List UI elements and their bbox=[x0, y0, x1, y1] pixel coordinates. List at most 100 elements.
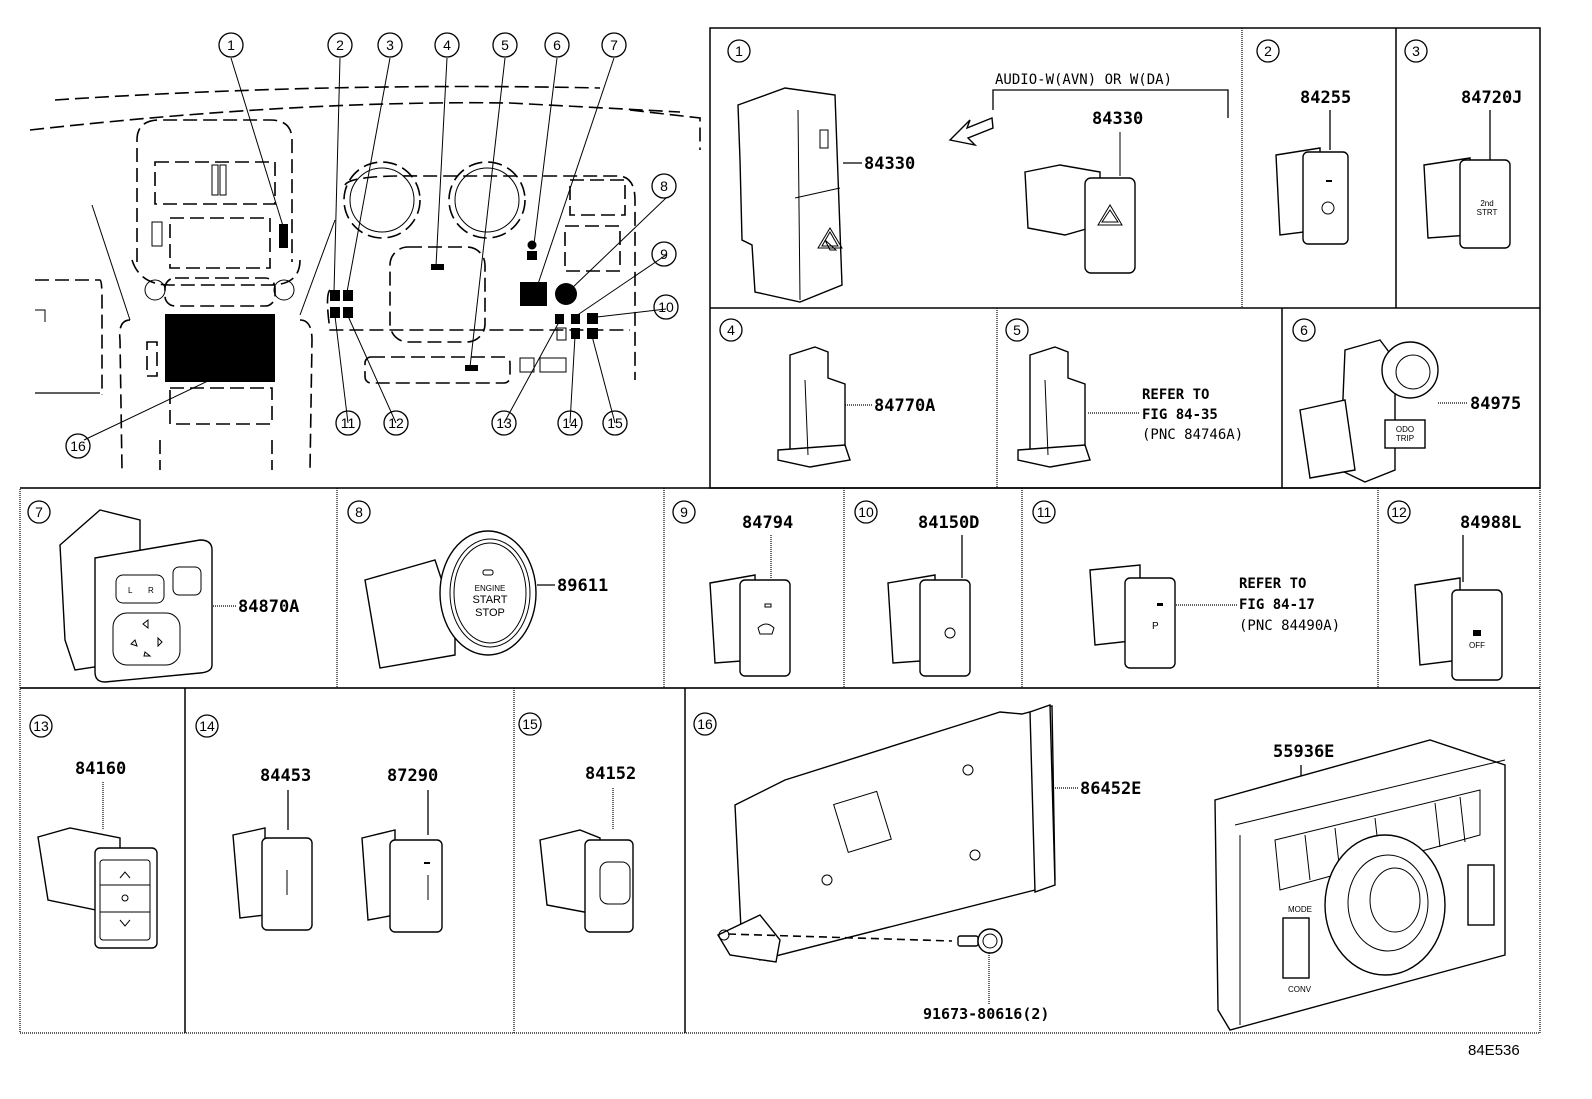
svg-text:6: 6 bbox=[1300, 322, 1308, 338]
callout-13[interactable]: 13 bbox=[491, 410, 517, 436]
callout-4[interactable]: 4 bbox=[434, 32, 460, 58]
location-marker-6 bbox=[527, 251, 537, 260]
panel-2: 84255 bbox=[1275, 88, 1351, 245]
seat-heater-switch-14[interactable] bbox=[361, 829, 443, 933]
svg-text:14: 14 bbox=[562, 415, 578, 431]
svg-text:5: 5 bbox=[501, 37, 509, 53]
svg-text:12: 12 bbox=[388, 415, 404, 431]
panel-index-1: 1 bbox=[727, 39, 751, 63]
defogger-icon bbox=[757, 623, 775, 635]
part-number-84152[interactable]: 84152 bbox=[585, 764, 636, 784]
engine-start-stop-switch[interactable]: ENGINE START STOP bbox=[364, 530, 537, 669]
parking-sensor-switch[interactable]: P bbox=[1089, 564, 1176, 669]
hazard-switch[interactable] bbox=[1024, 164, 1136, 274]
svg-text:1: 1 bbox=[735, 43, 743, 59]
svg-text:11: 11 bbox=[341, 415, 356, 431]
headlamp-cleaner-switch[interactable] bbox=[539, 829, 634, 933]
gauge-left-ring bbox=[343, 161, 421, 239]
temp-slider[interactable] bbox=[1467, 864, 1495, 926]
part-number-84330-b[interactable]: 84330 bbox=[1092, 109, 1143, 129]
stop-lamp-switch[interactable] bbox=[777, 346, 851, 468]
center-stack-outline bbox=[136, 119, 293, 262]
lower-dash-strip bbox=[364, 356, 511, 384]
callout-9[interactable]: 9 bbox=[651, 241, 677, 267]
bolt[interactable] bbox=[957, 928, 1003, 954]
fog-lamp-icon bbox=[944, 627, 956, 639]
location-marker-4 bbox=[431, 264, 444, 270]
part-number-84150D[interactable]: 84150D bbox=[918, 513, 979, 533]
panel-3: 84720J 2nd STRT bbox=[1423, 88, 1522, 249]
panel-7: L R 84870A bbox=[59, 509, 299, 683]
panel-12: 84988L OFF bbox=[1414, 513, 1521, 681]
part-number-89611[interactable]: 89611 bbox=[557, 576, 608, 596]
part-number-84794[interactable]: 84794 bbox=[742, 513, 793, 533]
part-number-84255[interactable]: 84255 bbox=[1300, 88, 1351, 108]
mode-slider[interactable] bbox=[1282, 917, 1310, 979]
svg-text:9: 9 bbox=[660, 246, 668, 262]
switch-reference-part[interactable] bbox=[1017, 346, 1091, 468]
console-edge bbox=[91, 204, 131, 321]
steering-heater-switch[interactable] bbox=[232, 827, 313, 931]
svg-text:15: 15 bbox=[522, 716, 538, 732]
callout-5[interactable]: 5 bbox=[492, 32, 518, 58]
panel-index-5: 5 bbox=[1005, 318, 1029, 342]
location-marker-10 bbox=[587, 313, 598, 324]
svg-text:R: R bbox=[148, 586, 154, 595]
panel-index-8: 8 bbox=[347, 500, 371, 524]
svg-text:2: 2 bbox=[1264, 43, 1272, 59]
bracket[interactable] bbox=[717, 704, 1056, 963]
odo-trip-switch[interactable]: ODO TRIP bbox=[1299, 339, 1439, 483]
callout-10[interactable]: 10 bbox=[653, 294, 679, 320]
part-number-84870A[interactable]: 84870A bbox=[238, 597, 299, 617]
part-number-86452E[interactable]: 86452E bbox=[1080, 779, 1141, 799]
small-box bbox=[519, 357, 535, 373]
callout-6[interactable]: 6 bbox=[544, 32, 570, 58]
svg-text:10: 10 bbox=[858, 504, 874, 520]
svg-text:STRT: STRT bbox=[1477, 208, 1498, 217]
fog-lamp-switch[interactable] bbox=[887, 574, 971, 677]
panel-15: 84152 bbox=[539, 764, 636, 933]
svg-text:13: 13 bbox=[496, 415, 512, 431]
second-start-switch[interactable]: 2nd STRT bbox=[1423, 157, 1511, 249]
dash-outline bbox=[29, 101, 681, 131]
part-number-84720J[interactable]: 84720J bbox=[1461, 88, 1522, 108]
rear-defogger-switch[interactable] bbox=[709, 574, 791, 677]
headlamp-leveling-switch[interactable] bbox=[37, 827, 158, 949]
callout-16[interactable]: 16 bbox=[65, 433, 91, 459]
console-edge bbox=[299, 219, 336, 316]
part-number-84975[interactable]: 84975 bbox=[1470, 394, 1521, 414]
svg-text:ODO: ODO bbox=[1396, 425, 1414, 434]
callout-14[interactable]: 14 bbox=[557, 410, 583, 436]
callout-2[interactable]: 2 bbox=[327, 32, 353, 58]
callout-11[interactable]: 11 bbox=[335, 410, 361, 436]
condition-label: AUDIO-W(AVN) OR W(DA) bbox=[995, 72, 1172, 88]
part-number-55936E[interactable]: 55936E bbox=[1273, 742, 1334, 762]
hazard-switch-assembly[interactable] bbox=[737, 87, 843, 303]
part-number-84988L[interactable]: 84988L bbox=[1460, 513, 1521, 533]
part-number-84330-a[interactable]: 84330 bbox=[864, 154, 915, 174]
heater-control-panel[interactable]: MODE CONV bbox=[1214, 739, 1506, 1031]
part-number-91673-80616[interactable]: 91673-80616(2) bbox=[923, 1005, 1049, 1023]
panel-index-14: 14 bbox=[195, 714, 219, 738]
part-number-84453[interactable]: 84453 bbox=[260, 766, 311, 786]
control-dial[interactable] bbox=[1324, 834, 1446, 976]
outer-mirror-switch[interactable]: L R bbox=[59, 509, 213, 683]
vsc-off-switch[interactable]: OFF bbox=[1414, 577, 1503, 681]
condition-bracket bbox=[992, 89, 1229, 118]
callout-3[interactable]: 3 bbox=[377, 32, 403, 58]
reference-line-2[interactable]: FIG 84-35 bbox=[1142, 407, 1218, 423]
callout-7[interactable]: 7 bbox=[601, 32, 627, 58]
reference-line-2[interactable]: FIG 84-17 bbox=[1239, 597, 1315, 613]
reference-line-3: (PNC 84746A) bbox=[1142, 427, 1243, 443]
callout-8[interactable]: 8 bbox=[651, 173, 677, 199]
part-number-84770A[interactable]: 84770A bbox=[874, 396, 935, 416]
svg-text:STOP: STOP bbox=[475, 607, 505, 619]
panel-1: 84330 AUDIO-W(AVN) OR W(DA) 84330 bbox=[737, 72, 1229, 303]
callout-12[interactable]: 12 bbox=[383, 410, 409, 436]
callout-15[interactable]: 15 bbox=[602, 410, 628, 436]
seat-heater-switch[interactable] bbox=[1275, 147, 1349, 245]
part-number-84160[interactable]: 84160 bbox=[75, 759, 126, 779]
part-number-87290[interactable]: 87290 bbox=[387, 766, 438, 786]
callout-1[interactable]: 1 bbox=[218, 32, 244, 58]
